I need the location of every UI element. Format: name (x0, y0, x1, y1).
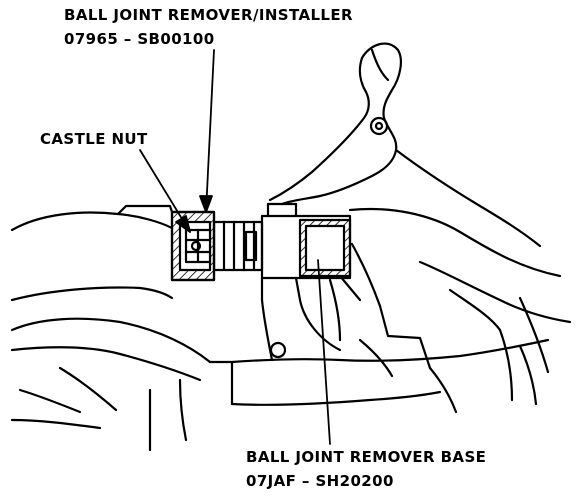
leader-lines (139, 49, 331, 445)
remover-base-label: BALL JOINT REMOVER BASE (246, 448, 487, 466)
steering-knuckle-arm (268, 42, 542, 248)
remover-installer-label: BALL JOINT REMOVER/INSTALLER (64, 6, 353, 24)
castle-nut-label: CASTLE NUT (40, 130, 148, 148)
castle-nut (184, 228, 212, 264)
remover-shaft (212, 220, 264, 272)
control-arm-right (230, 304, 550, 414)
remover-installer-part-number: 07965 – SB00100 (64, 30, 215, 48)
knuckle-body (348, 207, 572, 402)
control-arm-left (10, 204, 234, 452)
remover-base-part-number: 07JAF – SH20200 (246, 472, 394, 490)
ball-joint-base (260, 202, 362, 362)
